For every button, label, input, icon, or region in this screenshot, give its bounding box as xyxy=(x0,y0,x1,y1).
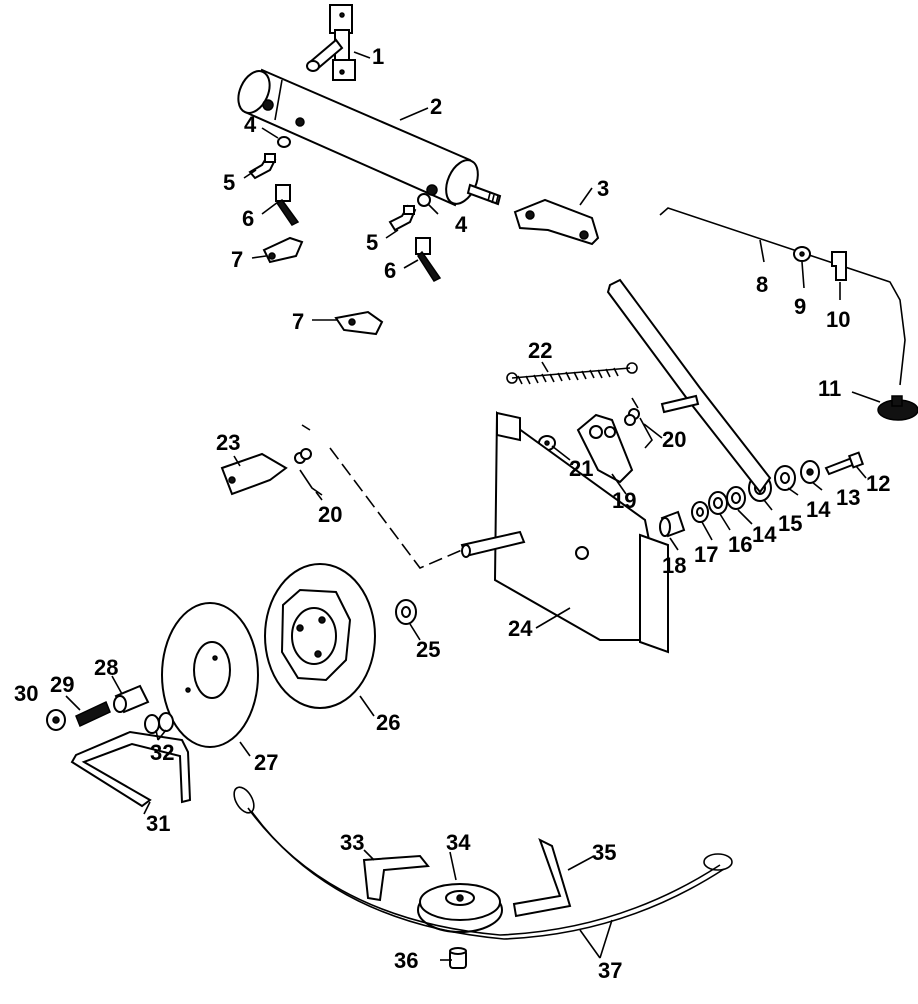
part-30-washer xyxy=(46,709,66,731)
part-37-control-cable xyxy=(233,786,733,940)
part-23-small-bracket xyxy=(220,452,288,496)
part-27-pulley-disc xyxy=(161,602,259,748)
part-33-bracket xyxy=(362,854,430,902)
callout-30: 30 xyxy=(14,681,38,706)
part-12-bolt xyxy=(824,451,865,476)
callout-24: 24 xyxy=(508,616,533,641)
callout-21: 21 xyxy=(569,456,593,481)
part-7-clamp-upper xyxy=(262,236,304,264)
callout-17: 17 xyxy=(694,542,718,567)
part-17-washer xyxy=(691,501,709,523)
callout-32: 32 xyxy=(150,740,174,765)
part-7-clamp-lower xyxy=(334,310,384,336)
callout-7-lower: 7 xyxy=(292,309,304,334)
callout-labels: 1 2 3 4 4 5 5 6 6 7 7 8 9 10 11 12 13 14… xyxy=(14,44,890,983)
part-3-rod-end-bracket xyxy=(513,198,600,246)
callout-26: 26 xyxy=(376,710,400,735)
part-26-clutch-assembly xyxy=(264,563,376,709)
callout-7-upper: 7 xyxy=(231,247,243,272)
part-20-torsion-spring-upper xyxy=(624,397,653,449)
leader-lines xyxy=(65,51,881,961)
callout-1: 1 xyxy=(372,44,384,69)
callout-15: 15 xyxy=(778,511,802,536)
part-25-washer xyxy=(395,599,417,625)
part-9-washer xyxy=(793,246,811,262)
part-1-mounting-bracket xyxy=(306,4,356,81)
callout-34: 34 xyxy=(446,830,471,855)
part-4-o-ring-upper xyxy=(277,136,291,148)
callout-27: 27 xyxy=(254,750,278,775)
callout-28: 28 xyxy=(94,655,118,680)
callout-9: 9 xyxy=(794,294,806,319)
part-35-bracket xyxy=(512,837,572,918)
callout-2: 2 xyxy=(430,94,442,119)
part-18-spacer xyxy=(659,510,686,538)
part-13-washer xyxy=(800,460,820,484)
part-24-mounting-plate xyxy=(460,411,669,654)
callout-5-left: 5 xyxy=(223,170,235,195)
callout-11: 11 xyxy=(818,376,841,401)
callout-6-right: 6 xyxy=(384,258,396,283)
part-22-extension-spring xyxy=(506,362,638,385)
callout-4-lower: 4 xyxy=(455,212,468,237)
part-20-torsion-spring-lower xyxy=(294,424,323,496)
part-6-hose-fitting-left xyxy=(275,184,300,226)
part-14-washer-right xyxy=(774,465,796,491)
callout-36: 36 xyxy=(394,948,418,973)
callout-19: 19 xyxy=(612,488,636,513)
callout-20-lower: 20 xyxy=(318,502,342,527)
callout-3: 3 xyxy=(597,176,609,201)
part-8-control-wire xyxy=(659,207,906,386)
part-14-washer-left xyxy=(726,486,746,510)
callout-14-left: 14 xyxy=(752,522,777,547)
callout-14-right: 14 xyxy=(806,497,831,522)
callout-13: 13 xyxy=(836,485,860,510)
callout-18: 18 xyxy=(662,553,686,578)
callout-4-upper: 4 xyxy=(244,112,257,137)
callout-20-upper: 20 xyxy=(662,427,686,452)
part-32-washers xyxy=(144,712,174,734)
part-19-cam-plate xyxy=(576,413,634,484)
callout-10: 10 xyxy=(826,307,850,332)
part-29-compression-spring xyxy=(75,700,111,728)
part-5-elbow-fitting-right xyxy=(388,204,417,232)
part-6-hose-fitting-right xyxy=(415,237,442,282)
pin-alignment-line xyxy=(329,447,463,569)
callout-5-right: 5 xyxy=(366,230,378,255)
callout-6-left: 6 xyxy=(242,206,254,231)
callout-33: 33 xyxy=(340,830,364,855)
part-4-o-ring-lower xyxy=(417,193,431,207)
callout-29: 29 xyxy=(50,672,74,697)
callout-25: 25 xyxy=(416,637,440,662)
part-5-elbow-fitting-left xyxy=(248,153,277,180)
part-2-hydraulic-cylinder xyxy=(237,68,502,207)
callout-22: 22 xyxy=(528,338,552,363)
callout-37: 37 xyxy=(598,958,622,983)
part-11-control-knob xyxy=(877,395,918,421)
part-28-sleeve xyxy=(113,684,150,714)
callout-8: 8 xyxy=(756,272,768,297)
callout-31: 31 xyxy=(146,811,170,836)
part-31-bent-rod xyxy=(70,730,192,808)
part-34-idler-pulley xyxy=(417,883,503,933)
callout-16: 16 xyxy=(728,532,752,557)
part-16-washer xyxy=(708,491,728,515)
callout-23: 23 xyxy=(216,430,240,455)
lever-arm xyxy=(606,278,772,494)
part-36-bushing xyxy=(449,947,467,969)
callout-35: 35 xyxy=(592,840,616,865)
part-10-cable-clip xyxy=(831,251,847,281)
callout-12: 12 xyxy=(866,471,890,496)
